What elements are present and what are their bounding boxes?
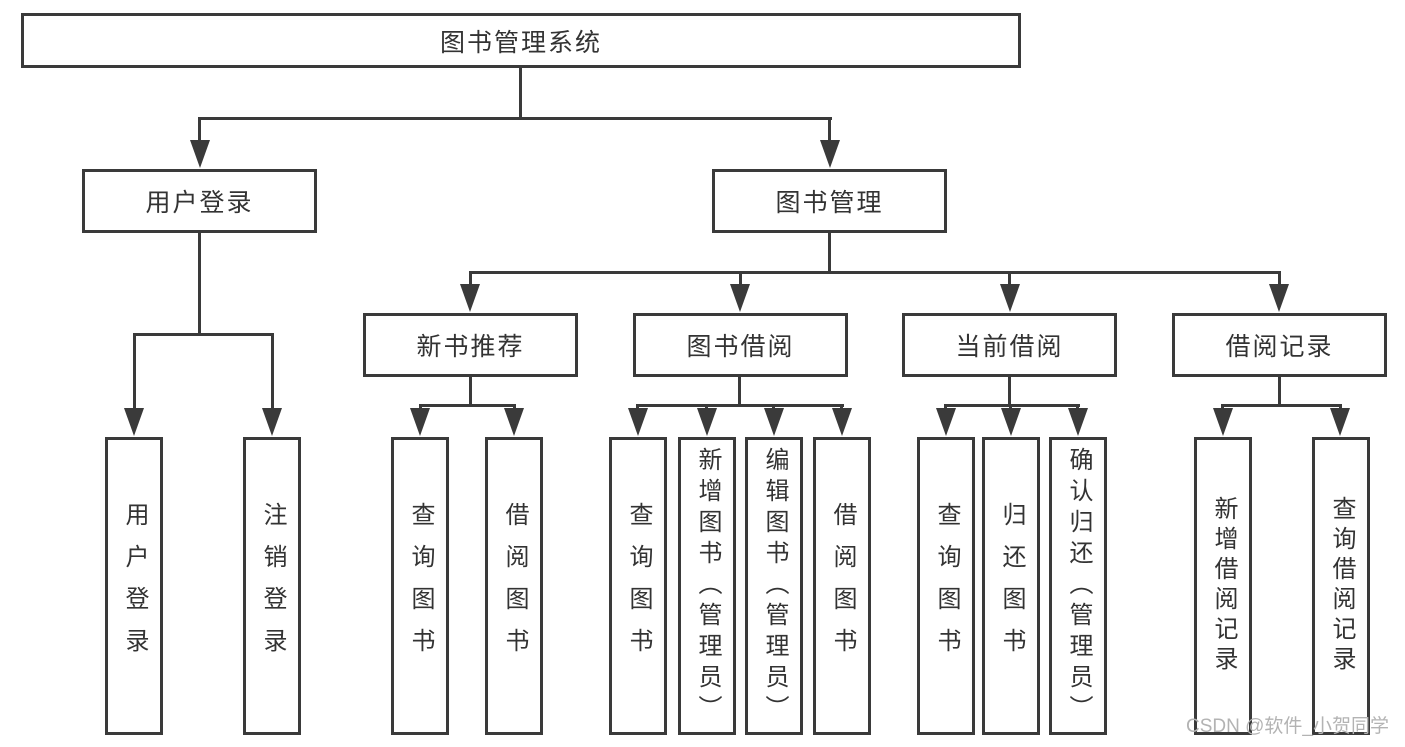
arrow-down-icon: [832, 408, 852, 436]
arrow-down-icon: [124, 408, 144, 436]
arrow-down-icon: [504, 408, 524, 436]
connector-drop: [1008, 271, 1011, 288]
arrow-down-icon: [1068, 408, 1088, 436]
node-book-borrowing: 图书借阅: [633, 313, 848, 377]
connector-drop: [133, 333, 136, 412]
leaf-label: 查询图书: [407, 502, 434, 670]
node-label: 图书管理: [775, 189, 884, 217]
arrow-down-icon: [190, 140, 210, 168]
connector-user-login-bar: [133, 333, 274, 336]
node-label: 当前借阅: [955, 333, 1064, 361]
leaf-search-books-recommend: 查询图书: [391, 437, 449, 735]
leaf-confirm-return-admin: 确认归还（管理员）: [1049, 437, 1107, 735]
connector-drop: [469, 271, 472, 288]
leaf-add-book-admin: 新增图书（管理员）: [678, 437, 736, 735]
arrow-down-icon: [410, 408, 430, 436]
leaf-label: 用户登录: [121, 502, 148, 670]
connector-drop: [271, 333, 274, 412]
connector-drop: [739, 271, 742, 288]
connector-recommend-stem: [469, 374, 472, 407]
leaf-edit-book-admin: 编辑图书（管理员）: [745, 437, 803, 735]
leaf-label: 查询图书: [625, 502, 652, 670]
watermark-text: CSDN @软件_小贺同学: [1186, 716, 1389, 737]
connector-book-mgmt-stem: [828, 230, 831, 274]
arrow-down-icon: [764, 408, 784, 436]
node-user-login: 用户登录: [82, 169, 317, 233]
node-label: 用户登录: [145, 189, 254, 217]
connector-drop: [828, 117, 831, 143]
connector-recommend-bar: [419, 404, 516, 407]
node-new-book-recommend: 新书推荐: [363, 313, 578, 377]
leaf-label: 新增借阅记录: [1210, 496, 1237, 676]
leaf-logout: 注销登录: [243, 437, 301, 735]
arrow-down-icon: [1000, 284, 1020, 312]
connector-borrowing-bar: [636, 404, 844, 407]
arrow-down-icon: [697, 408, 717, 436]
connector-drop: [1278, 271, 1281, 288]
leaf-return-book: 归还图书: [982, 437, 1040, 735]
leaf-search-books-borrowing: 查询图书: [609, 437, 667, 735]
leaf-label: 新增图书（管理员）: [694, 446, 721, 726]
node-library-management-system: 图书管理系统: [21, 13, 1021, 68]
connector-root-bar: [198, 117, 832, 120]
leaf-search-books-current: 查询图书: [917, 437, 975, 735]
leaf-add-borrow-record: 新增借阅记录: [1194, 437, 1252, 735]
connector-current-stem: [1008, 374, 1011, 407]
connector-borrowing-stem: [738, 374, 741, 407]
leaf-label: 查询借阅记录: [1328, 496, 1355, 676]
connector-records-stem: [1278, 374, 1281, 407]
arrow-down-icon: [820, 140, 840, 168]
connector-current-bar: [944, 404, 1080, 407]
leaf-label: 确认归还（管理员）: [1065, 446, 1092, 726]
connector-drop: [198, 117, 201, 143]
arrow-down-icon: [460, 284, 480, 312]
node-label: 图书借阅: [686, 333, 795, 361]
leaf-borrow-books-recommend: 借阅图书: [485, 437, 543, 735]
leaf-label: 查询图书: [933, 502, 960, 670]
arrow-down-icon: [730, 284, 750, 312]
arrow-down-icon: [628, 408, 648, 436]
node-current-borrowing: 当前借阅: [902, 313, 1117, 377]
arrow-down-icon: [262, 408, 282, 436]
arrow-down-icon: [1330, 408, 1350, 436]
leaf-label: 借阅图书: [829, 502, 856, 670]
connector-user-login-stem: [198, 230, 201, 336]
leaf-label: 借阅图书: [501, 502, 528, 670]
connector-root-stem: [519, 65, 522, 120]
connector-book-mgmt-bar: [469, 271, 1281, 274]
leaf-borrow-books: 借阅图书: [813, 437, 871, 735]
arrow-down-icon: [1001, 408, 1021, 436]
arrow-down-icon: [936, 408, 956, 436]
arrow-down-icon: [1269, 284, 1289, 312]
node-label: 新书推荐: [416, 333, 525, 361]
leaf-label: 归还图书: [998, 502, 1025, 670]
node-label: 图书管理系统: [439, 28, 602, 57]
connector-records-bar: [1221, 404, 1342, 407]
leaf-search-borrow-record: 查询借阅记录: [1312, 437, 1370, 735]
leaf-label: 注销登录: [259, 502, 286, 670]
leaf-label: 编辑图书（管理员）: [761, 446, 788, 726]
leaf-user-login: 用户登录: [105, 437, 163, 735]
node-book-management: 图书管理: [712, 169, 947, 233]
arrow-down-icon: [1213, 408, 1233, 436]
node-label: 借阅记录: [1225, 333, 1334, 361]
node-borrowing-records: 借阅记录: [1172, 313, 1387, 377]
